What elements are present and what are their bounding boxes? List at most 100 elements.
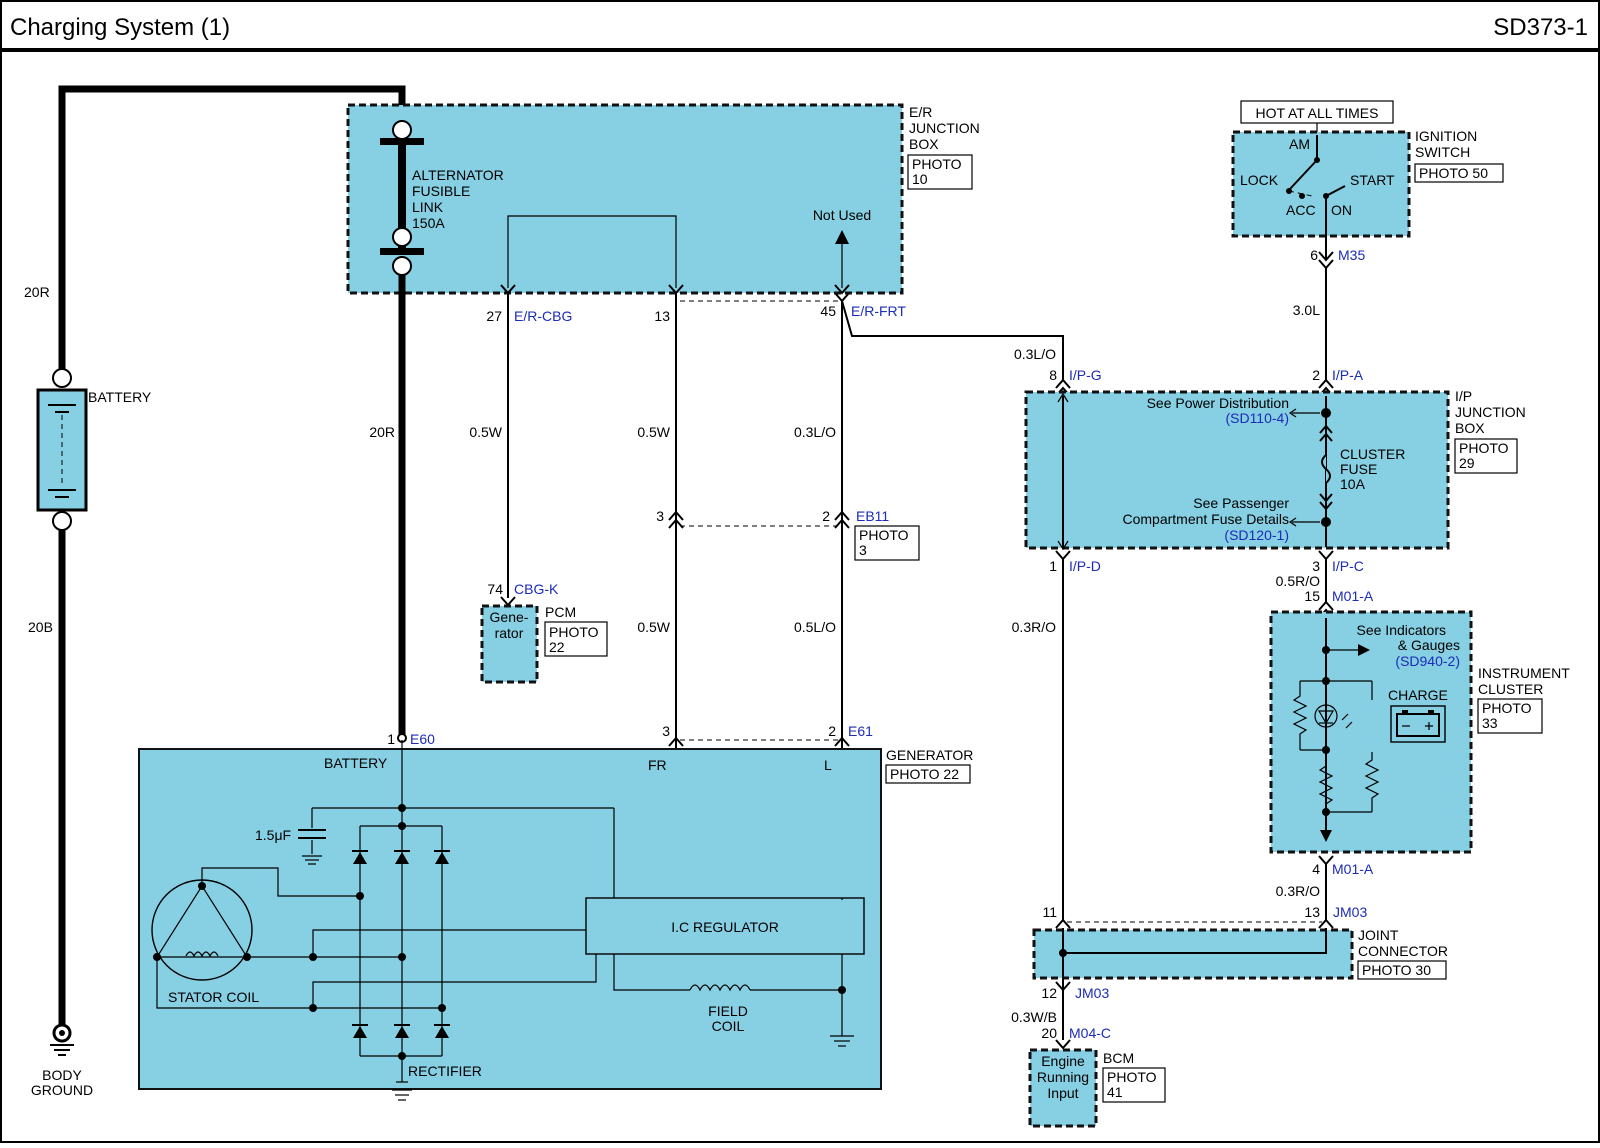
connector-pin-icon [834,510,850,521]
wire-label-03ro-b: 0.3R/O [1276,883,1320,899]
ip-box-label-3: BOX [1455,420,1485,436]
regulator-sense [312,950,597,1008]
wire-03lo-to-ip [841,300,1064,380]
connector-pin-icon [834,518,850,529]
ignition-label-1: IGNITION [1415,128,1477,144]
joint-internal [1063,928,1327,954]
ip-junction-box [1024,390,1450,550]
connector-pin-icon [1055,378,1071,389]
ic-regulator [585,897,865,955]
joint-label-1: JOINT [1358,927,1399,943]
fusible-link-label-1: ALTERNATOR [412,167,504,183]
fuse-connector-icon [1319,493,1333,511]
not-used-label: Not Used [813,207,871,223]
bcm-text-1: Engine [1041,1053,1085,1069]
ip-pin-1: 1 [1049,558,1057,574]
cluster-photo-1: PHOTO [1482,700,1532,716]
er-junction-box [346,103,904,295]
pin-13: 13 [654,308,670,324]
see-indicators-2: & Gauges [1398,637,1460,653]
charge-warning-icon [1390,705,1446,743]
battery-icon-terminal [1402,710,1408,714]
diode-icon [434,1024,450,1038]
er-box-label-3: BOX [909,136,939,152]
gen-pin-1: 1 [387,731,395,747]
ip-pin-8: 8 [1049,367,1057,383]
ignition-photo-ref [1414,163,1504,183]
ignition-pin-6: 6 [1310,247,1318,263]
ignition-acc: ACC [1286,202,1316,218]
fusible-link-terminal [392,120,412,140]
bcm-text-2: Running [1037,1069,1089,1085]
wire-label-03ro: 0.3R/O [1012,619,1056,635]
wire-label-20r: 20R [369,424,395,440]
er-internal-bus [507,215,677,288]
field-coil-label-2: COIL [712,1018,745,1034]
diode-icon [394,850,410,864]
connector-cbg-k: CBG-K [514,581,559,597]
stator-lead [156,957,442,1009]
gen-pin-3: 3 [662,723,670,739]
eb11-photo-ref [854,525,920,561]
capacitor-value: 1.5μF [255,827,291,843]
arrow-up-icon [1057,392,1069,403]
bcm-photo-2: 41 [1107,1084,1123,1100]
joint-pin-11: 11 [1042,904,1057,920]
connector-pin-icon [1318,550,1334,561]
battery-positive-wire [58,85,406,370]
wire-label-05lo: 0.5L/O [794,619,836,635]
pcm-text-1: Gene- [490,609,529,625]
resistor-icon [1364,681,1380,812]
eb11-pin-2: 2 [822,508,830,524]
connector-pin-icon [1055,1039,1071,1050]
ignition-label-2: SWITCH [1415,144,1470,160]
pin-45: 45 [820,303,836,319]
connector-e61: E61 [848,723,873,739]
arrow-down-icon [1057,540,1069,551]
battery-icon-terminal [1428,710,1434,714]
ip-pin-3: 3 [1312,558,1320,574]
wire-label-03wb: 0.3W/B [1011,1009,1057,1025]
ignition-start-contact [1325,185,1346,197]
charge-lamp-led-icon [1314,704,1338,728]
stator-lead [201,867,360,897]
resistor-icon [1292,681,1308,750]
cluster-fuse-label-2: FUSE [1340,461,1377,477]
field-coil-label-1: FIELD [708,1003,748,1019]
see-passenger-2: Compartment Fuse Details [1122,511,1289,527]
eb11-pin-3: 3 [656,508,664,524]
eb11-photo-2: 3 [859,542,867,558]
cluster-label-1: INSTRUMENT [1478,665,1570,681]
joint-pin-13: 13 [1304,904,1320,920]
hot-at-all-times: HOT AT ALL TIMES [1256,105,1379,121]
eb11-photo-1: PHOTO [859,527,909,543]
connector-pin-icon [1318,378,1334,389]
fusible-link-label-3: LINK [412,199,444,215]
pcm-text-2: rator [495,625,524,641]
gen-pin-2: 2 [828,723,836,739]
junction-dot [1321,517,1331,527]
connector-pin-icon [834,284,850,295]
bcm-text-3: Input [1047,1085,1078,1101]
wire-label-03lo: 0.3L/O [794,424,836,440]
resistor-icon [1318,754,1334,812]
pcm-pin-74: 74 [487,581,503,597]
wire-label-30l: 3.0L [1293,302,1320,318]
rectifier-label: RECTIFIER [408,1063,482,1079]
connector-pin-icon [1318,600,1334,611]
regulator-label: I.C REGULATOR [671,919,779,935]
ignition-switch [1231,130,1411,238]
cluster-pin-4: 4 [1312,861,1320,877]
ref-sd940-2: (SD940-2) [1395,653,1460,669]
bcm-photo-ref [1102,1067,1166,1103]
er-box-photo-ref [907,154,973,190]
cluster-fuse-icon [1321,454,1331,484]
arrow-down-icon [1320,830,1332,842]
body-ground-label-1: BODY [42,1067,82,1083]
diode-icon [394,1024,410,1038]
connector-pin-icon [1318,251,1334,262]
junction-dot [398,1052,406,1060]
regulator-sense [312,929,586,957]
junction-dot [1322,746,1330,754]
